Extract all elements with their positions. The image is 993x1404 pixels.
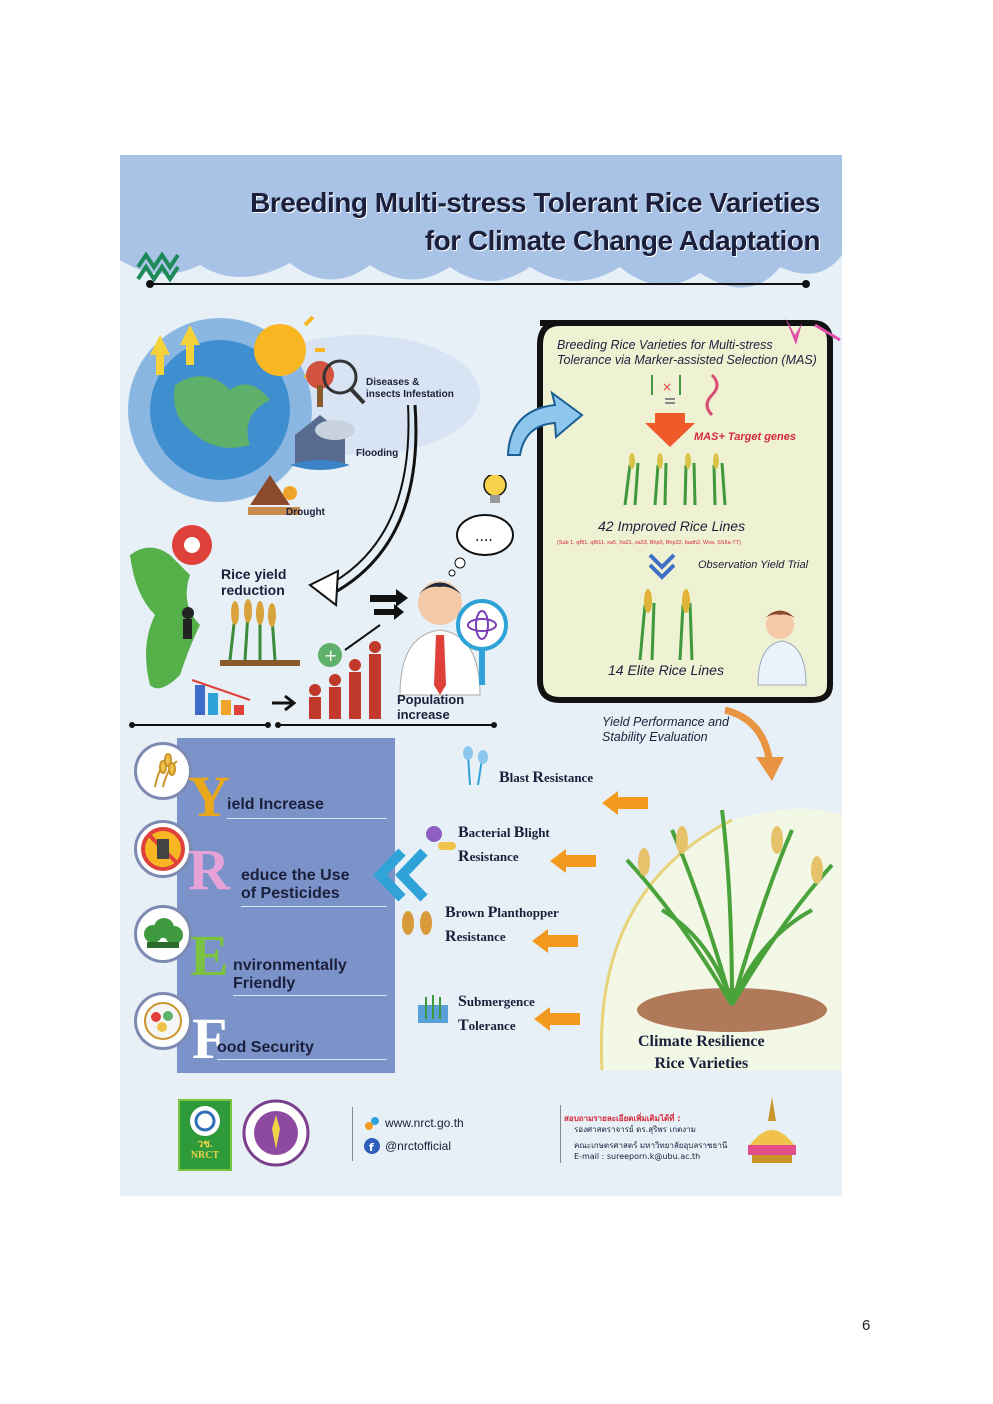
website-link[interactable]: www.nrct.go.th <box>385 1116 464 1130</box>
flooding-label: Flooding <box>356 448 399 459</box>
yref-letter-f: F <box>192 1006 228 1071</box>
yref-letter-y: Y <box>188 764 230 829</box>
yref-text-f: ood Security <box>217 1039 314 1056</box>
bacterial-cap-r: R <box>458 848 470 865</box>
planthopper-cap-p: P <box>487 904 498 921</box>
tolerance-word-3: olerance <box>468 1018 516 1033</box>
brown-word-3: esistance <box>456 929 506 944</box>
brown-cap-b: B <box>445 904 456 921</box>
food-plate-icon <box>134 992 192 1050</box>
orange-arrow-icon <box>534 1007 580 1031</box>
title-line-2: for Climate Change Adaptation <box>424 225 821 256</box>
forest-icon <box>134 905 192 963</box>
nrct-logo-text: วช. NRCT <box>190 1139 220 1161</box>
blight-cap-b: B <box>513 824 525 841</box>
svg-text:....: .... <box>475 529 493 545</box>
contact-email: E-mail : sureeporn.k@ubu.ac.th <box>574 1152 701 1161</box>
population-label: Population increase <box>397 692 465 722</box>
university-seal-icon <box>242 1099 310 1167</box>
footer-divider <box>352 1107 353 1161</box>
blast-fungus-icon <box>463 746 488 786</box>
title-divider <box>146 280 810 288</box>
improved-lines-label: 42 Improved Rice Lines <box>598 518 746 534</box>
evaluation-label: Yield Performance and Stability Evaluati… <box>602 715 729 744</box>
contact-org: คณะเกษตรศาสตร์ มหาวิทยาลัยอุบลราชธานี <box>574 1141 728 1150</box>
arrow-right-icon <box>272 694 297 712</box>
svg-text:×: × <box>662 380 672 394</box>
elite-lines-label: 14 Elite Rice Lines <box>608 662 724 678</box>
blight-word-2: light <box>524 825 550 840</box>
yref-letter-r: R <box>188 837 230 902</box>
svg-text:f: f <box>369 1141 374 1154</box>
drought-label: Drought <box>286 507 325 518</box>
blast-cap-b: B <box>499 769 510 786</box>
bacterial-word-3: esistance <box>469 849 519 864</box>
rice-grain-icon <box>134 742 192 800</box>
submergence-word-1: ubmergence <box>466 994 535 1009</box>
resilient-rice-illustration <box>599 808 842 1071</box>
blast-word-1: last <box>509 770 533 785</box>
svg-text:+: + <box>324 646 337 665</box>
ubu-emblem-icon <box>748 1097 796 1163</box>
page-number: 6 <box>862 1317 871 1334</box>
contact-name: รองศาสตราจารย์ ดร.สุริพร เกตงาม <box>574 1125 696 1134</box>
link-icon <box>365 1117 379 1130</box>
yref-text-r: educe the Use of Pesticides <box>241 867 350 903</box>
orange-arrow-icon <box>550 849 596 873</box>
yref-underline-y <box>227 818 387 819</box>
yield-reduction-label: Rice yield reduction <box>221 566 287 599</box>
facebook-icon: f <box>364 1138 380 1154</box>
blast-word-2: esistance <box>543 770 594 785</box>
mas-heading: Breeding Rice Varieties for Multi-stress… <box>557 338 817 367</box>
observation-label: Observation Yield Trial <box>698 559 809 571</box>
no-pesticides-icon <box>134 820 192 878</box>
climate-illustration <box>128 315 480 715</box>
title-line-1: Breeding Multi-stress Tolerant Rice Vari… <box>250 187 820 218</box>
yref-letter-e: E <box>190 923 229 988</box>
target-genes-label: MAS+ Target genes <box>694 431 796 443</box>
chevron-left-icon <box>373 848 428 902</box>
bacterial-cap-b: B <box>458 824 469 841</box>
yref-text-e: nvironmentally Friendly <box>233 957 347 993</box>
poster: Breeding Multi-stress Tolerant Rice Vari… <box>120 155 842 1196</box>
submergence-icon <box>418 995 448 1023</box>
facebook-handle[interactable]: @nrctofficial <box>385 1139 451 1153</box>
yref-text-y: ield Increase <box>227 796 324 813</box>
blast-cap-r: R <box>532 769 544 786</box>
contact-divider <box>560 1105 561 1163</box>
yref-underline-e <box>233 995 387 996</box>
yref-underline-f <box>217 1059 387 1060</box>
planthopper-word-2: lanthopper <box>497 905 559 920</box>
mas-box: × <box>506 317 841 703</box>
gene-list: (Sub 1, qBl1, qBl11, xa5, Xa21, xa33, Bh… <box>557 540 741 546</box>
planthopper-icon <box>402 911 432 935</box>
curved-arrow-icon <box>308 404 418 607</box>
cloud-banner <box>120 155 842 288</box>
orange-arrow-icon <box>602 791 648 815</box>
orange-arrow-icon <box>532 929 578 953</box>
contact-heading: สอบถามรายละเอียดเพิ่มเติมได้ที่ : <box>564 1114 681 1123</box>
nrct-seal-icon <box>190 1106 220 1136</box>
zigzag-icon <box>136 251 180 283</box>
yref-underline-r <box>241 906 387 907</box>
bottom-divider <box>129 722 497 728</box>
scientist-illustration: .... + <box>309 475 514 719</box>
nrct-logo: วช. NRCT <box>178 1099 232 1171</box>
submergence-cap-s: S <box>458 993 467 1010</box>
yref-panel <box>177 738 395 1073</box>
result-label: Climate Resilience Rice Varieties <box>638 1033 765 1073</box>
bacterial-word-1: acterial <box>468 825 514 840</box>
diseases-label: Diseases & insects Infestation <box>366 377 454 400</box>
blast-resistance: Blast Resistance <box>499 766 593 790</box>
bacteria-icon <box>426 826 456 850</box>
brown-word-1: rown <box>455 905 488 920</box>
tolerance-cap-t: T <box>458 1017 469 1034</box>
evaluation-arrow-icon <box>724 706 784 781</box>
brown-cap-r: R <box>445 928 457 945</box>
